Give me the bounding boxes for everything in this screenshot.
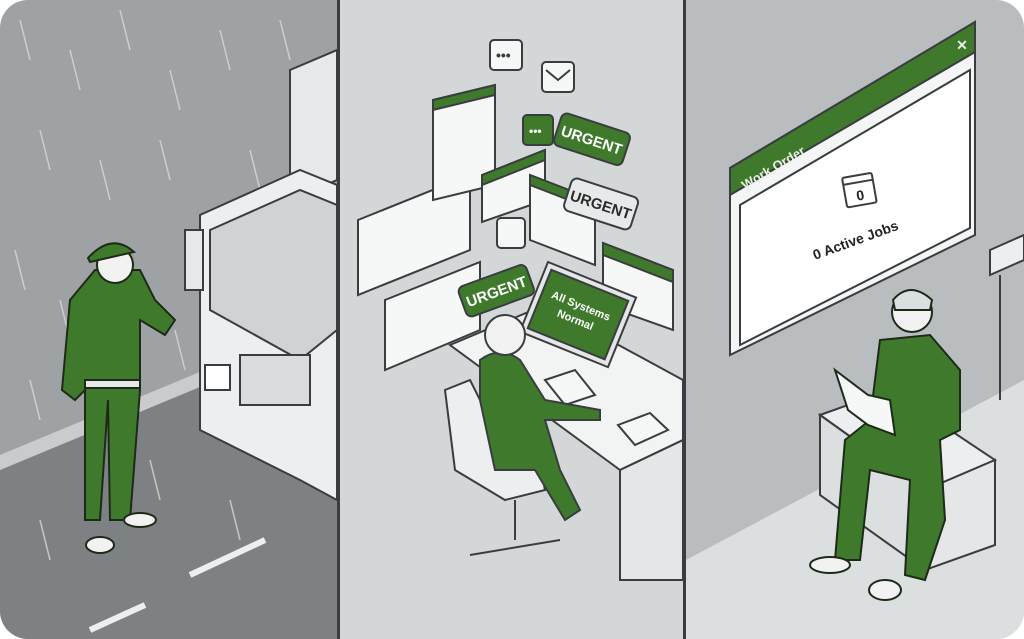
left-panel-rainy-road [0,0,337,639]
close-icon[interactable]: ✕ [956,37,968,53]
work-order-window: Work Order ✕ 0 0 Active Jobs [729,20,976,357]
lane-marking [188,537,267,578]
manual-book [833,367,897,437]
urgent-bubble-1: URGENT [553,112,631,167]
svg-text:0: 0 [855,187,866,204]
chat-bubble-icon [489,39,523,71]
svg-text:•••: ••• [529,124,542,138]
chat-bubble-green-icon [522,114,554,146]
svg-text:•••: ••• [496,47,511,63]
dispatcher-person [479,351,601,522]
mail-icon [541,61,575,93]
middle-panel-dispatcher: ••• ••• URGENT URGENT URGENT [340,0,683,639]
right-panel-idle-technician: Work Order ✕ 0 0 Active Jobs [686,0,1024,639]
truck [184,48,337,502]
rain [14,9,291,561]
monitor: All Systems Normal [518,260,638,369]
reading-technician [809,289,961,601]
shelf [989,233,1024,400]
floating-window [384,260,481,372]
notebook [616,411,670,447]
worker-on-phone [60,242,177,554]
calendar-icon: 0 [841,172,878,209]
keyboard [543,368,597,407]
bell-alert-icon [496,217,526,249]
